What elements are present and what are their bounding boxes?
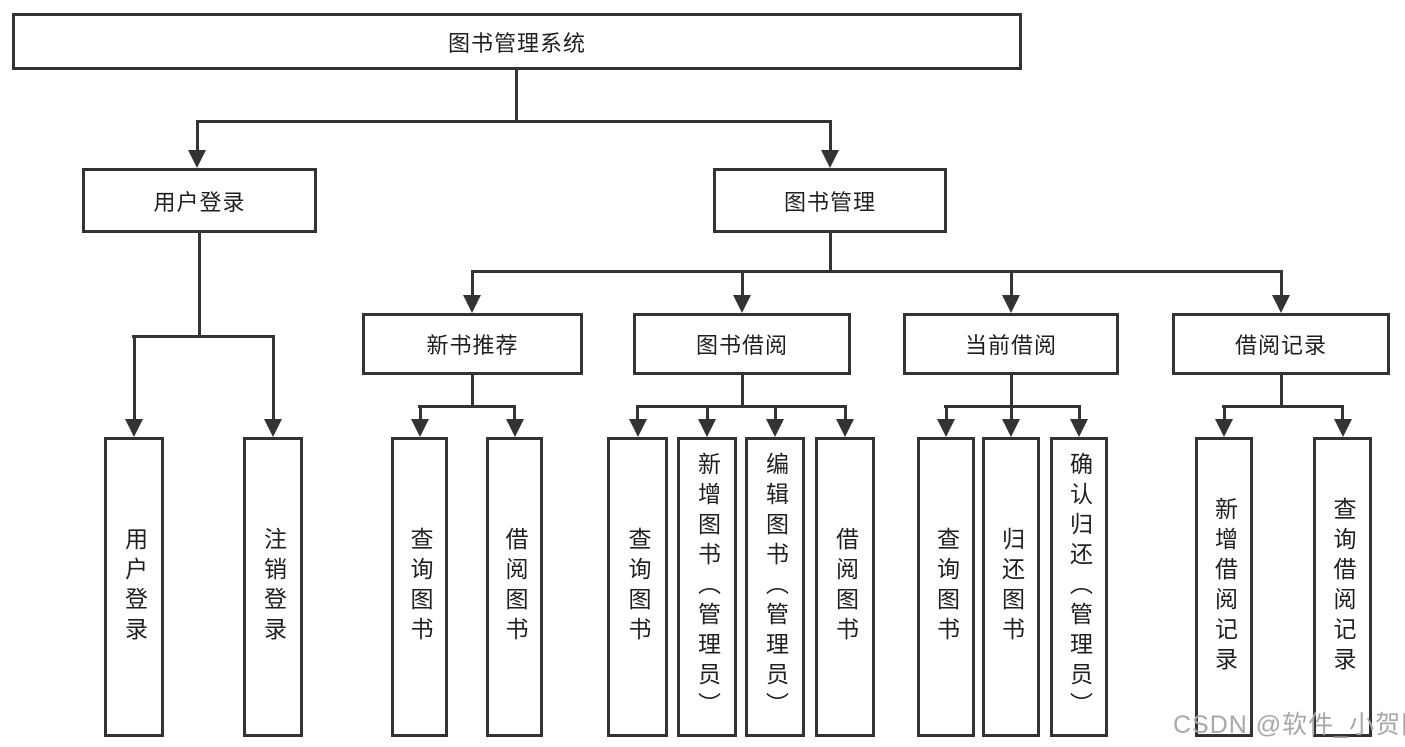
leaf-logout: 注销登录 <box>243 437 303 737</box>
connector-arrow-borrow-records <box>1279 270 1283 295</box>
node-book-management: 图书管理 <box>713 168 947 233</box>
connector-current-borrow-stub <box>1009 375 1013 405</box>
connector-arrow-book-borrow <box>740 270 744 295</box>
node-user-login: 用户登录 <box>82 168 317 233</box>
connector-arrow-cb-return <box>1009 405 1013 419</box>
leaf-user-login: 用户登录 <box>104 437 164 737</box>
leaf-borrow-books-recommend: 借阅图书 <box>486 437 543 737</box>
connector-arrow-nb-query <box>418 405 422 419</box>
connector-new-book-branch <box>418 405 516 408</box>
connector-book-borrow-stub <box>740 375 744 405</box>
connector-book-borrow-branch <box>636 405 846 408</box>
leaf-add-books-admin: 新增图书（管理员） <box>677 437 737 737</box>
leaf-edit-books-admin: 编辑图书（管理员） <box>745 437 805 737</box>
connector-level3-branch <box>471 270 1282 273</box>
connector-user-login-stub <box>198 233 201 335</box>
connector-root-branch <box>196 120 832 123</box>
leaf-query-borrow-record: 查询借阅记录 <box>1313 437 1372 737</box>
connector-arrow-current-borrow <box>1009 270 1013 295</box>
connector-root-stub <box>515 68 518 120</box>
leaf-query-books-current: 查询图书 <box>917 437 975 737</box>
connector-book-management-stub <box>828 233 832 270</box>
connector-arrow-user-login <box>195 120 199 150</box>
connector-arrow-br-add <box>1222 405 1226 419</box>
connector-arrow-leaf-user-login <box>132 335 136 419</box>
connector-arrow-new-book <box>470 270 474 295</box>
connector-arrow-cb-confirm <box>1077 405 1081 419</box>
leaf-confirm-return-admin: 确认归还（管理员） <box>1050 437 1108 737</box>
connector-user-login-branch <box>132 335 274 338</box>
connector-new-book-stub <box>470 375 474 405</box>
leaf-query-books-borrow: 查询图书 <box>607 437 668 737</box>
connector-arrow-bb-borrow <box>843 405 847 419</box>
leaf-return-books: 归还图书 <box>982 437 1040 737</box>
node-current-borrow: 当前借阅 <box>903 313 1119 375</box>
connector-arrow-nb-borrow <box>513 405 516 419</box>
connector-current-borrow-branch <box>944 405 1081 408</box>
leaf-query-books-recommend: 查询图书 <box>391 437 448 737</box>
node-library-system: 图书管理系统 <box>12 13 1022 70</box>
watermark: CSDN @软件_小贺同学 <box>1173 711 1405 739</box>
node-new-book-recommend: 新书推荐 <box>362 313 583 375</box>
connector-arrow-book-management <box>828 120 832 150</box>
connector-arrow-bb-edit <box>773 405 777 419</box>
connector-arrow-br-query <box>1341 405 1344 419</box>
leaf-add-borrow-record: 新增借阅记录 <box>1195 437 1253 737</box>
connector-arrow-bb-query <box>636 405 639 419</box>
connector-arrow-cb-query <box>944 405 948 419</box>
node-borrow-records: 借阅记录 <box>1172 313 1390 375</box>
connector-arrow-leaf-logout <box>271 335 275 419</box>
connector-borrow-records-stub <box>1279 375 1283 405</box>
connector-borrow-records-branch <box>1222 405 1344 408</box>
leaf-borrow-books: 借阅图书 <box>815 437 875 737</box>
connector-arrow-bb-add <box>705 405 709 419</box>
node-book-borrow: 图书借阅 <box>633 313 851 375</box>
